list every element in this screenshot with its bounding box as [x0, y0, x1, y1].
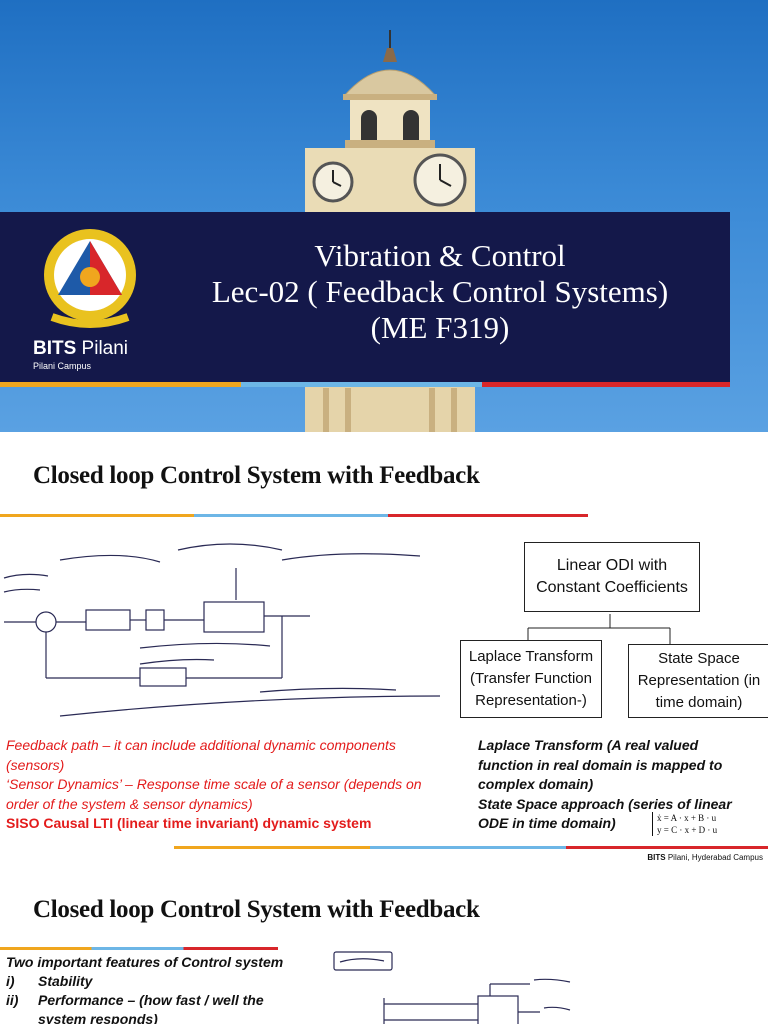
clock-tower-image: [305, 30, 475, 432]
handwritten-control-diagram-image: [3, 543, 441, 717]
red-notes: Feedback path – it can include additiona…: [6, 736, 446, 834]
list-item: ii) Performance – (how fast / well the: [6, 992, 264, 1008]
slide2-stripe: [0, 514, 588, 517]
slide3-stripe: [0, 947, 278, 950]
brand-name: BITS Pilani: [33, 338, 129, 359]
equation-2: y = C · x + D · u: [657, 825, 718, 835]
diagram-root-box: Linear ODI with Constant Coefficients: [524, 542, 700, 612]
diagram-left-box: Laplace Transform (Transfer Function Rep…: [460, 640, 602, 718]
slide3-heading: Closed loop Control System with Feedback: [33, 896, 480, 923]
title-slide: BITS Pilani Pilani Campus Vibration & Co…: [0, 0, 768, 432]
features-intro: Two important features of Control system: [6, 954, 284, 970]
red-note-bold: SISO Causal LTI (linear time invariant) …: [6, 815, 372, 831]
title-band-stripe: [0, 382, 730, 387]
features-slide: Closed loop Control System with Feedback…: [0, 864, 768, 1024]
campus-label: Pilani Campus: [33, 361, 92, 371]
slide2-heading: Closed loop Control System with Feedback: [33, 462, 480, 489]
slide2-footer: BITS Pilani, Hyderabad Campus: [647, 853, 763, 862]
black-note-1: Laplace Transform (A real valued functio…: [478, 737, 723, 792]
title-line-1: Vibration & Control: [314, 238, 566, 273]
handwritten-example-sketch-image: [333, 951, 571, 1024]
lecture-title: Vibration & Control Lec-02 ( Feedback Co…: [170, 238, 710, 346]
slide2-footer-stripe: [174, 846, 768, 849]
title-line-2: Lec-02 ( Feedback Control Systems): [211, 274, 669, 309]
equation-1: ẋ = A · x + B · u: [657, 813, 717, 823]
bits-logo-icon: [44, 229, 136, 328]
features-list: Two important features of Control system…: [6, 953, 283, 1024]
list-item-continuation: system responds): [38, 1011, 158, 1024]
title-line-3: (ME F319): [370, 310, 510, 345]
list-item: i) Stability: [6, 973, 93, 989]
state-space-equations: ẋ = A · x + B · u y = C · x + D · u: [652, 812, 717, 836]
feedback-slide: Closed loop Control System with Feedback…: [0, 432, 768, 864]
red-note-2: ‘Sensor Dynamics’ – Response time scale …: [6, 776, 422, 812]
black-notes: Laplace Transform (A real valued functio…: [478, 736, 748, 834]
diagram-connectors: [527, 614, 671, 644]
red-note-1: Feedback path – it can include additiona…: [6, 737, 396, 773]
black-note-2: State Space approach (series of linear O…: [478, 795, 732, 832]
diagram-right-box: State Space Representation (in time doma…: [628, 644, 768, 718]
